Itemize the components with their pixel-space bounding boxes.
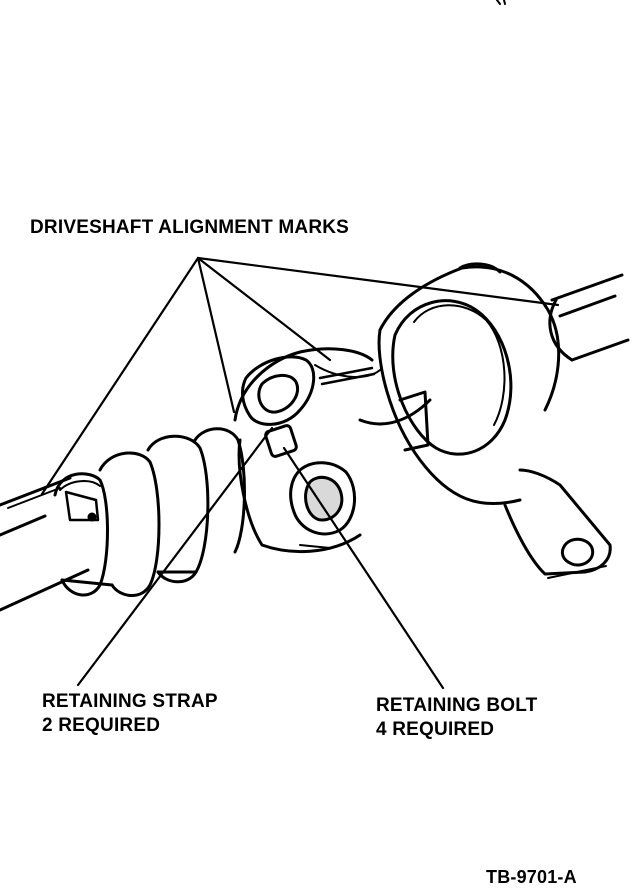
figure-id: TB-9701-A xyxy=(486,867,577,887)
retaining-bolt-title: RETAINING BOLT xyxy=(376,695,538,716)
retaining-strap-quantity: 2 REQUIRED xyxy=(42,715,161,736)
alignment-marks-label: DRIVESHAFT ALIGNMENT MARKS xyxy=(30,217,350,238)
corner-mark xyxy=(496,0,506,5)
retaining-strap-leader xyxy=(76,426,274,687)
retaining-bolt-quantity: 4 REQUIRED xyxy=(376,719,495,740)
retaining-strap-label: RETAINING STRAP 2 REQUIRED xyxy=(42,690,218,738)
center-bearing xyxy=(377,262,612,579)
retaining-strap-title: RETAINING STRAP xyxy=(42,691,218,712)
right-driveshaft-tube xyxy=(548,273,630,362)
alignment-leaders xyxy=(40,256,560,496)
retaining-bolt-leader xyxy=(282,446,445,690)
retaining-bolt-label: RETAINING BOLT 4 REQUIRED xyxy=(376,694,537,742)
left-driveshaft-tube xyxy=(0,476,90,612)
